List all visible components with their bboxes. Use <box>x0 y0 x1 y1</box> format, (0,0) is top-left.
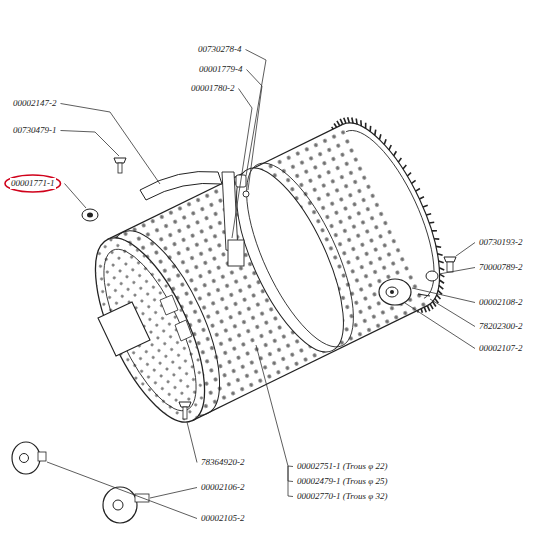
gear-tooth <box>384 139 386 144</box>
highlight-ring <box>5 175 61 192</box>
leader-line <box>288 466 293 497</box>
gear-tooth <box>439 261 444 263</box>
leader-line <box>246 50 267 177</box>
leader-line <box>439 268 475 275</box>
part-number: 00730278-4 <box>197 44 243 55</box>
leader-line <box>65 184 87 209</box>
gear-tooth <box>423 205 428 207</box>
gear-tooth <box>394 151 397 156</box>
part-number: 00001771-1 <box>10 178 56 189</box>
part-number: 00002106-2 <box>200 482 246 493</box>
leader-line <box>256 345 293 467</box>
gear-tooth <box>412 180 416 183</box>
gear-tooth <box>360 120 362 126</box>
part-number: 00002751-1 (Trous φ 22) <box>296 461 388 472</box>
gear-tooth <box>344 118 346 124</box>
gear-tooth <box>432 230 437 232</box>
gear-tooth <box>439 268 444 270</box>
part-number: 00002147-2 <box>12 98 58 109</box>
gear-tooth <box>430 304 433 309</box>
part-number: 00002479-1 (Trous φ 25) <box>296 476 388 487</box>
gear-tooth <box>403 165 406 169</box>
leader-line <box>61 104 161 185</box>
gear-tooth <box>407 173 411 176</box>
part-number: 00001780-2 <box>190 83 236 94</box>
gear-tooth <box>434 238 439 240</box>
part-number: 00001779-4 <box>198 64 244 75</box>
leader-line <box>405 303 475 349</box>
gear-tooth <box>374 130 377 136</box>
gear-tooth <box>436 246 441 248</box>
gear-tooth <box>416 189 420 192</box>
leader-line <box>187 422 197 463</box>
leader-line <box>232 89 252 239</box>
drum-front <box>73 216 241 436</box>
gear-tooth <box>436 295 440 299</box>
part-number: 00730193-2 <box>478 237 524 248</box>
part-number: 78202300-2 <box>478 321 524 332</box>
gear-tooth <box>389 145 391 150</box>
leader-line <box>456 243 475 257</box>
leader-line <box>288 466 293 482</box>
gear-tooth <box>398 158 401 162</box>
gear-tooth <box>439 280 444 283</box>
part-number: 00730479-1 <box>12 125 58 136</box>
part-number: 00002108-2 <box>478 297 524 308</box>
gear-tooth <box>352 118 353 124</box>
leader-line <box>430 299 475 327</box>
gear-tooth <box>439 285 443 289</box>
screw-and-nut <box>82 158 126 221</box>
gear-tooth <box>427 306 430 311</box>
roller-right <box>379 257 456 305</box>
gear-tooth <box>348 117 350 123</box>
part-number: 70000789-2 <box>478 262 524 273</box>
part-number: 00002770-1 (Trous φ 32) <box>296 491 388 502</box>
gear-tooth <box>429 222 434 224</box>
leader-line <box>412 288 475 303</box>
gear-tooth <box>355 119 357 125</box>
gear-tooth <box>437 254 442 255</box>
gear-tooth <box>365 123 367 129</box>
gear-tooth <box>419 197 424 199</box>
gear-tooth <box>440 274 445 277</box>
gear-tooth <box>426 214 431 215</box>
gear-tooth <box>340 119 343 124</box>
part-number: 78364920-2 <box>200 457 246 468</box>
leader-line <box>47 462 197 519</box>
leader-line <box>150 488 197 499</box>
part-number: 00002105-2 <box>200 513 246 524</box>
gear-tooth <box>369 126 371 132</box>
leader-line <box>61 131 120 157</box>
rollers-front <box>12 402 191 523</box>
part-number: 00002107-2 <box>478 343 524 354</box>
gear-tooth <box>379 134 380 139</box>
drum-strap <box>140 171 249 266</box>
